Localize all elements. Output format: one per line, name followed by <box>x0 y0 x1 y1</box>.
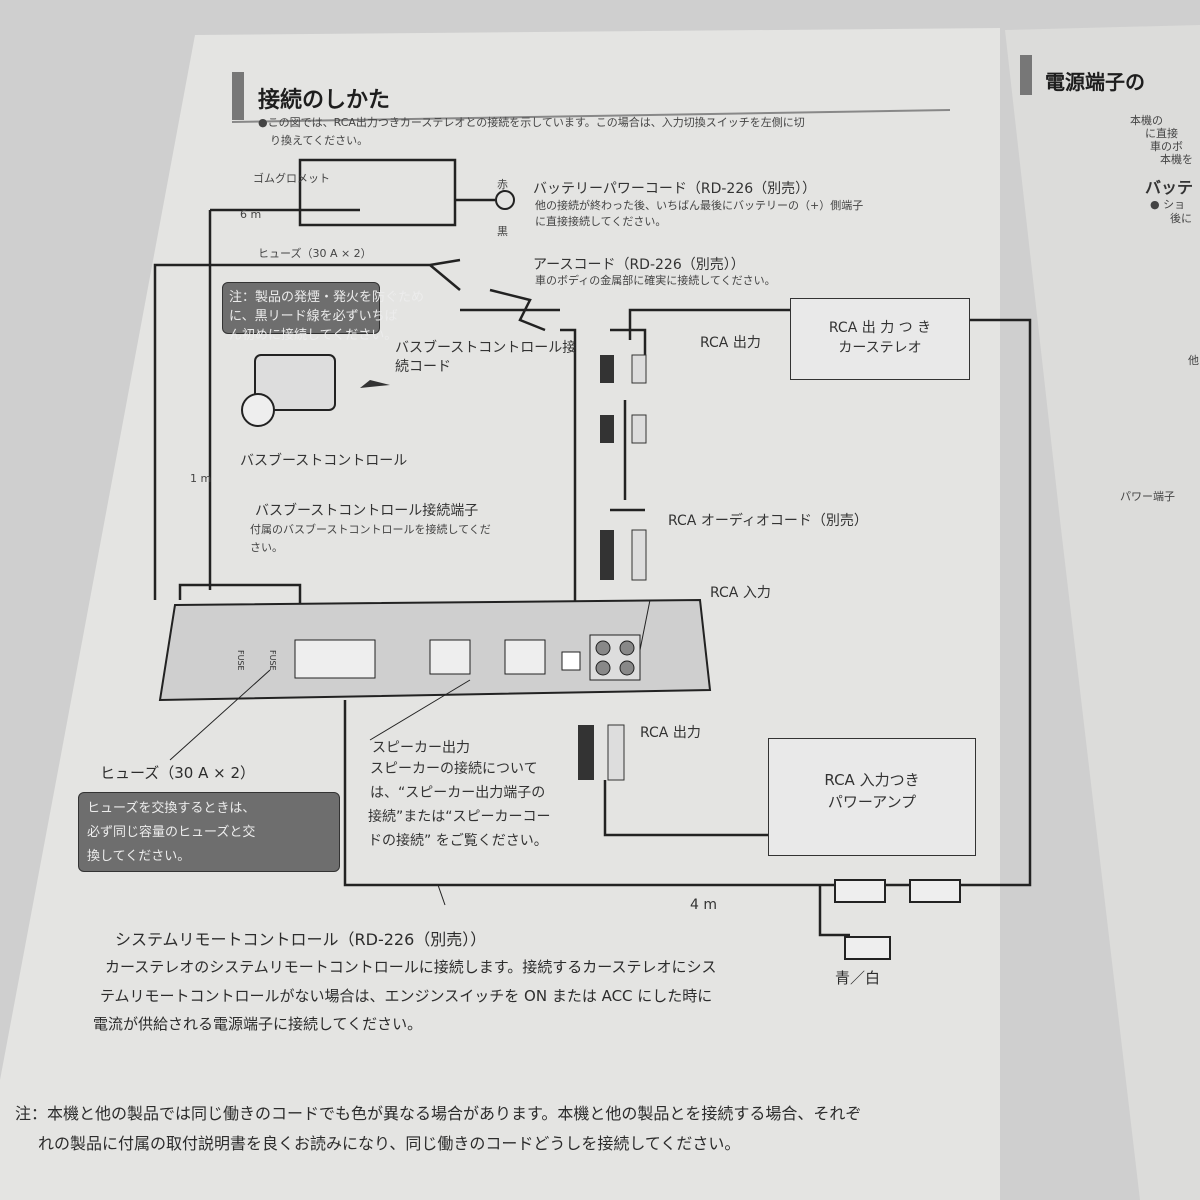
remote-desc-1: カーステレオのシステムリモートコントロールに接続します。接続するカーステレオにシ… <box>105 958 717 976</box>
right-other: 他 <box>1188 354 1199 367</box>
blue-white-label: 青／白 <box>835 969 881 987</box>
car-stereo-box: RCA 出 力 つ き カーステレオ <box>790 298 970 380</box>
battery-desc-2: に直接接続してください。 <box>535 215 667 228</box>
earth-cord-label: アースコード（RD-226（別売）） <box>533 257 745 273</box>
black-lead-note: 注：製品の発煙・発火を防ぐため に、黒リード線を必ずいちば ん初めに接続してくだ… <box>222 282 425 343</box>
bass-terminal-desc-2: さい。 <box>250 541 283 554</box>
remote-title: システムリモートコントロール（RD-226（別売）） <box>115 930 487 949</box>
bass-cord-label-2: 続コード <box>395 359 451 375</box>
rca-out-top-label: RCA 出力 <box>700 335 761 351</box>
right-line: 本機を <box>1160 153 1193 166</box>
black-label: 黒 <box>497 225 508 238</box>
rca-audio-cord-label: RCA オーディオコード（別売） <box>668 513 868 529</box>
speaker-desc-2: は、“スピーカー出力端子の <box>370 785 546 801</box>
note-line: ん初めに接続してください。 <box>229 328 398 343</box>
battery-desc-1: 他の接続が終わった後、いちばん最後にバッテリーの（+）側端子 <box>535 199 864 212</box>
grommet-label: ゴムグロメット <box>253 172 330 185</box>
power-amp-line-1: RCA 入力つき <box>824 771 920 789</box>
fuse-2: FUSE <box>268 650 277 671</box>
fuse-note: ヒューズを交換するときは、 必ず同じ容量のヒューズと交 換してください。 <box>78 792 340 872</box>
page-title: 接続のしかた <box>258 88 391 113</box>
bass-control-label: バスブーストコントロール <box>240 453 408 469</box>
intro-line-1: ●この図では、RCA出力つきカーステレオとの接続を示しています。この場合は、入力… <box>258 116 805 129</box>
fuse-1: FUSE <box>236 650 245 671</box>
right-subtitle: バッテ <box>1145 178 1194 197</box>
footer-note-1: 注：本機と他の製品では同じ働きのコードでも色が異なる場合があります。本機と他の製… <box>15 1104 862 1123</box>
right-line: 車のボ <box>1150 140 1183 153</box>
bass-terminal-label: バスブーストコントロール接続端子 <box>255 503 479 519</box>
right-page-title: 電源端子の <box>1045 70 1145 94</box>
note-line: 換してください。 <box>87 849 191 864</box>
note-line: ヒューズを交換するときは、 <box>87 801 256 816</box>
power-amp-box: RCA 入力つき パワーアンプ <box>768 738 976 856</box>
right-sub-line: 後に <box>1170 212 1192 225</box>
remote-desc-3: 電流が供給される電源端子に接続してください。 <box>93 1015 423 1033</box>
right-sub-line: ● ショ <box>1150 198 1186 211</box>
rca-out-bottom-label: RCA 出力 <box>640 725 701 741</box>
power-amp-line-2: パワーアンプ <box>827 793 917 811</box>
right-line: 本機の <box>1130 114 1163 127</box>
note-line: 必ず同じ容量のヒューズと交 <box>87 825 256 840</box>
battery-cord-label: バッテリーパワーコード（RD-226（別売）） <box>533 181 817 197</box>
right-line: に直接 <box>1145 127 1178 140</box>
length-4m: 4 m <box>690 897 717 913</box>
length-6m: 6 m <box>240 208 262 221</box>
fuse-top-label: ヒューズ（30 A × 2） <box>258 247 372 260</box>
earth-desc: 車のボディの金属部に確実に接続してください。 <box>535 274 776 287</box>
speaker-desc-4: ドの接続” をご覧ください。 <box>368 833 548 849</box>
speaker-desc-1: スピーカーの接続について <box>370 761 538 777</box>
footer-note-2: れの製品に付属の取付説明書を良くお読みになり、同じ働きのコードどうしを接続してく… <box>38 1134 741 1153</box>
remote-desc-2: テムリモートコントロールがない場合は、エンジンスイッチを ON または ACC … <box>100 987 713 1005</box>
car-stereo-line-1: RCA 出 力 つ き <box>828 320 932 336</box>
power-terminal-label: パワー端子 <box>1120 490 1175 503</box>
red-label: 赤 <box>497 178 508 191</box>
bass-terminal-desc-1: 付属のバスブーストコントロールを接続してくだ <box>250 523 491 536</box>
rca-in-label: RCA 入力 <box>710 585 771 601</box>
speaker-desc-3: 接続”または“スピーカーコー <box>368 809 551 825</box>
speaker-out-label: スピーカー出力 <box>372 740 470 756</box>
intro-line-2: り換えてください。 <box>270 134 369 147</box>
note-line: に、黒リード線を必ずいちば <box>229 309 398 324</box>
fuse-bottom-label: ヒューズ（30 A × 2） <box>100 764 256 782</box>
car-stereo-line-2: カーステレオ <box>838 340 922 356</box>
bass-cord-label-1: バスブーストコントロール接 <box>395 340 577 356</box>
note-line: 注：製品の発煙・発火を防ぐため <box>229 290 425 305</box>
length-1m: 1 m <box>190 472 212 485</box>
